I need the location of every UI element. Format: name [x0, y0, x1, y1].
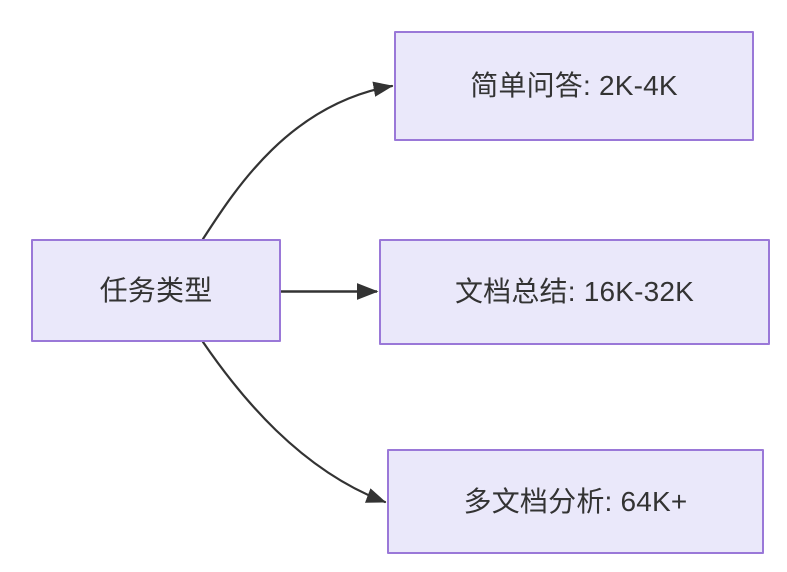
node-label: 多文档分析: 64K+ [463, 485, 688, 517]
node-simple-qa[interactable]: 简单问答: 2K-4K [394, 31, 754, 141]
edge-root-to-multi-doc [201, 340, 387, 504]
node-label: 文档总结: 16K-32K [454, 276, 695, 308]
node-label: 简单问答: 2K-4K [470, 70, 678, 102]
node-document-summary[interactable]: 文档总结: 16K-32K [379, 239, 770, 345]
node-multi-document-analysis[interactable]: 多文档分析: 64K+ [387, 449, 764, 554]
edge-root-to-simple-qa [201, 81, 394, 241]
node-label: 任务类型 [99, 274, 213, 306]
node-task-type[interactable]: 任务类型 [31, 239, 281, 342]
